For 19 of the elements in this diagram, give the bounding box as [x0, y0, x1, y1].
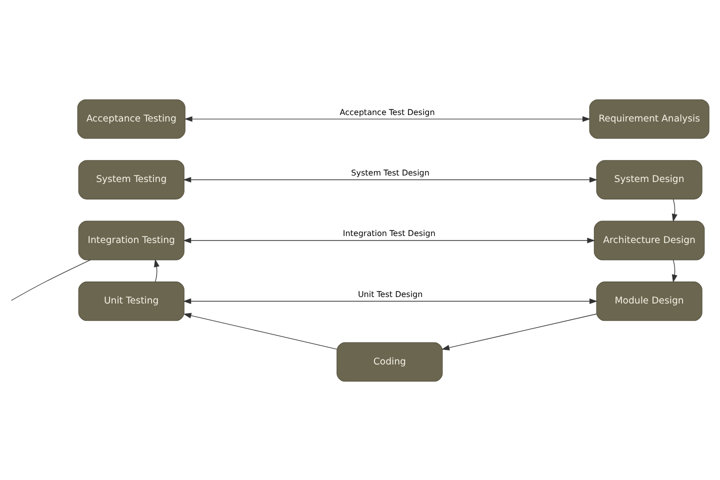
node-box: Acceptance Testing — [77, 98, 186, 138]
node-box: Module Design — [596, 281, 702, 320]
node-box: Architecture Design — [594, 220, 705, 260]
arrow — [183, 237, 596, 243]
arrow — [441, 313, 597, 350]
arrow — [184, 116, 590, 122]
node-box: Integration Testing — [78, 220, 184, 260]
node-box: System Testing — [78, 160, 184, 199]
connector — [10, 259, 91, 300]
node-box: Coding — [336, 342, 443, 382]
arrow — [183, 312, 338, 349]
arrow — [672, 198, 678, 222]
node-box: Requirement Analysis — [589, 98, 710, 138]
arrow — [154, 258, 160, 282]
arrow — [183, 298, 598, 304]
node-box: System Design — [596, 160, 702, 199]
arrow — [672, 259, 678, 282]
node-box: Unit Testing — [78, 281, 184, 320]
arrow — [183, 176, 598, 182]
